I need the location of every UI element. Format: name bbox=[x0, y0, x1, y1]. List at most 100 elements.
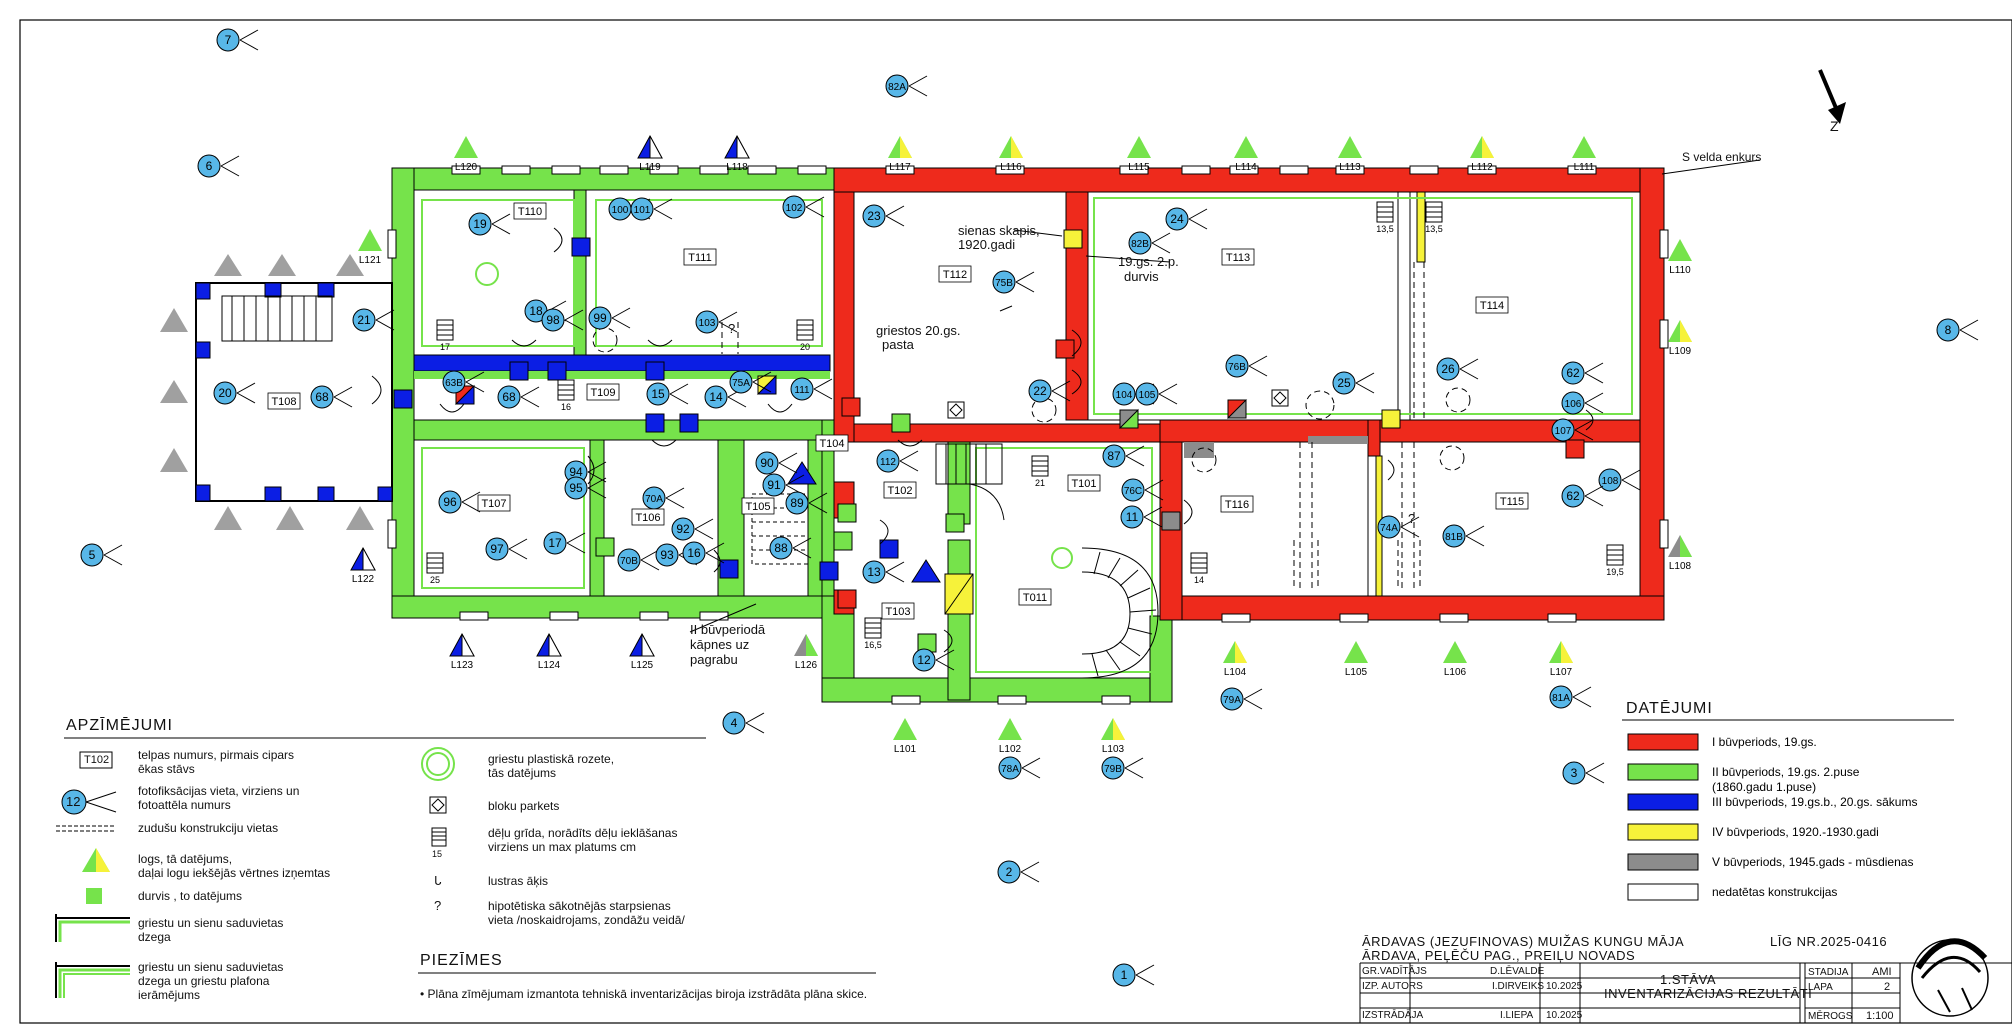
photo-point: 23 bbox=[862, 204, 905, 228]
photo-number: 1 bbox=[1121, 968, 1128, 982]
tb-lapa-v: 2 bbox=[1884, 981, 1891, 993]
wall-green bbox=[589, 439, 605, 597]
legend-room-2: ēkas stāvs bbox=[138, 762, 195, 776]
legend-window-2: daļai logu iekšējās vērtnes izņemtas bbox=[138, 866, 331, 880]
photo-point: 16 bbox=[682, 541, 725, 565]
pier-blue bbox=[264, 486, 282, 502]
window-id: L124 bbox=[538, 660, 561, 671]
drawing-frame bbox=[19, 19, 2012, 1024]
window-marker: L113 bbox=[1338, 136, 1362, 173]
stair-t102 bbox=[935, 443, 1005, 521]
room-number: T106 bbox=[635, 512, 660, 524]
photo-point: 106 bbox=[1561, 391, 1604, 415]
photo-number: 81B bbox=[1445, 532, 1463, 543]
photo-number: 22 bbox=[1033, 384, 1047, 398]
photo-number: 62 bbox=[1566, 489, 1580, 503]
pier-blue bbox=[317, 282, 335, 298]
window-marker: L107 bbox=[1549, 641, 1573, 678]
dating-label: III būvperiods, 19.gs.b., 20.gs. sākums bbox=[1712, 795, 1917, 809]
photo-point: 22 bbox=[1028, 379, 1071, 403]
dating-item: I būvperiods, 19.gs. bbox=[1627, 733, 1817, 751]
photo-number: 6 bbox=[206, 159, 213, 173]
tb-sheet2: INVENTARIZĀCIJAS REZULTĀTI bbox=[1604, 986, 1813, 1001]
window-id: L103 bbox=[1102, 744, 1125, 755]
photo-number: 63B bbox=[445, 378, 463, 389]
wall-green bbox=[947, 539, 971, 701]
window-marker: L101 bbox=[893, 718, 917, 755]
legend-cornice-2: dzega bbox=[138, 930, 171, 944]
pier-blue bbox=[317, 486, 335, 502]
window-niches bbox=[387, 165, 1669, 705]
floor-board-mark: 16,5 bbox=[864, 617, 882, 650]
photo-point: 88 bbox=[769, 536, 812, 560]
room-number: T101 bbox=[1071, 478, 1096, 490]
legend-graphics bbox=[55, 719, 1954, 998]
photo-point: 82A bbox=[885, 74, 928, 98]
photo-number: 11 bbox=[1126, 510, 1139, 524]
photo-point: 68 bbox=[310, 385, 353, 409]
window-id: L118 bbox=[726, 162, 748, 173]
logo bbox=[1911, 938, 1989, 1017]
window-marker: L126 bbox=[794, 634, 818, 671]
photo-number: 74A bbox=[1380, 523, 1398, 534]
notes-title: PIEZĪMES bbox=[420, 952, 503, 969]
window-id: L106 bbox=[1444, 667, 1467, 678]
window-id: L111 bbox=[1574, 162, 1595, 173]
window-id: L114 bbox=[1235, 162, 1257, 173]
window-marker: L106 bbox=[1443, 641, 1467, 678]
photo-number: 100 bbox=[612, 205, 629, 216]
photo-number: 91 bbox=[767, 478, 781, 492]
window-marker: L121 bbox=[358, 229, 382, 266]
window-marker: L109 bbox=[1668, 320, 1692, 357]
wall-green bbox=[413, 419, 831, 441]
floor-board-mark: 20 bbox=[796, 319, 814, 352]
legend-cornice-b: griestu un sienu saduvietas bbox=[138, 960, 284, 974]
room-label: T116 bbox=[1220, 495, 1254, 513]
window-id: L113 bbox=[1339, 162, 1361, 173]
photo-point: 3 bbox=[1562, 761, 1605, 785]
window-id: L105 bbox=[1345, 667, 1368, 678]
photo-number: 14 bbox=[709, 390, 723, 404]
note-ceiling: griestos 20.gs. bbox=[876, 323, 961, 338]
photo-point: 1 bbox=[1112, 963, 1155, 987]
photo-number: 88 bbox=[774, 541, 788, 555]
legend-hyp-mark: ? bbox=[434, 898, 442, 913]
room-t115 bbox=[1379, 441, 1641, 597]
window-id: L116 bbox=[1000, 162, 1022, 173]
wall-green bbox=[573, 189, 587, 356]
legend-rosette-2: tās datējums bbox=[488, 766, 557, 780]
photo-point: 96 bbox=[438, 490, 481, 514]
photo-point: 91 bbox=[762, 473, 805, 497]
window-marker: L123 bbox=[449, 632, 475, 671]
photo-number: 90 bbox=[760, 456, 774, 470]
window-marker: L104 bbox=[1223, 641, 1247, 678]
dating-item: IV būvperiods, 1920.-1930.gadi bbox=[1627, 823, 1879, 841]
legend-lamp: lustras āķis bbox=[488, 874, 549, 888]
room-number: T011 bbox=[1023, 592, 1047, 604]
photo-number: 68 bbox=[315, 390, 329, 404]
dating-label-2: (1860.gadu 1.puse) bbox=[1712, 780, 1816, 794]
room-number: T105 bbox=[745, 501, 770, 513]
window-marker: L117 bbox=[888, 136, 912, 173]
tb-sheet1: 1.STĀVA bbox=[1660, 972, 1717, 987]
north-label: Z bbox=[1830, 118, 1839, 134]
tb-r1b: D.LĒVALDE bbox=[1490, 966, 1545, 977]
photo-point: 24 bbox=[1165, 207, 1208, 231]
room-label: T102 bbox=[883, 481, 917, 499]
photo-point: 90 bbox=[755, 451, 798, 475]
photo-number: 93 bbox=[660, 548, 674, 562]
tb-r2a: IZP. AUTORS bbox=[1362, 981, 1423, 992]
notes-text: • Plāna zīmējumam izmantota tehniskā inv… bbox=[420, 987, 868, 1001]
dating-label: V būvperiods, 1945.gads - mūsdienas bbox=[1712, 855, 1913, 869]
photo-number: 105 bbox=[1139, 390, 1156, 401]
room-t116 bbox=[1181, 441, 1369, 597]
wall-green bbox=[414, 371, 830, 379]
room-labels-layer: T110T111T112T113T114T108T109T104T102T101… bbox=[267, 202, 1529, 620]
wall-yellow bbox=[1416, 191, 1426, 263]
photo-number: 23 bbox=[867, 209, 881, 223]
photo-point: 105 bbox=[1135, 382, 1178, 406]
photo-point: 87 bbox=[1102, 444, 1145, 468]
tb-contract: LĪG NR.2025-0416 bbox=[1770, 934, 1888, 949]
room-number: T107 bbox=[481, 498, 506, 510]
note-anchor: S velda enkurs bbox=[1682, 150, 1762, 164]
